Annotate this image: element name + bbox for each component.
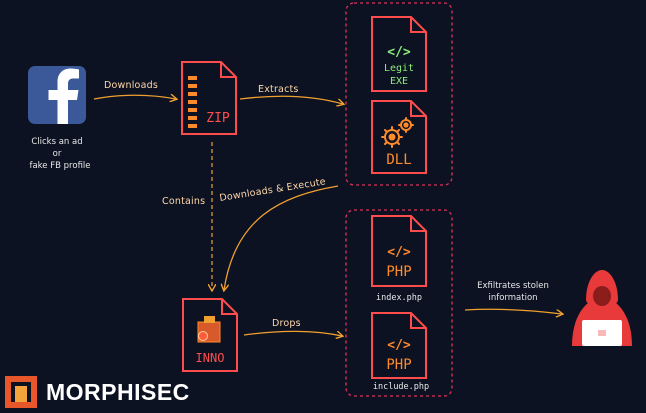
drops-arrow	[243, 330, 342, 336]
contains-label: Contains	[162, 196, 205, 207]
extracts-arrow	[239, 95, 343, 104]
facebook-caption-line3: fake FB profile	[29, 161, 90, 171]
exfiltrates-label-line2: information	[488, 293, 537, 303]
legit-exe-label-line2: EXE	[390, 76, 408, 87]
downloads-arrow	[93, 95, 176, 99]
facebook-caption-line2: or	[53, 149, 62, 159]
php-index-label: PHP	[386, 264, 411, 280]
gears-icon	[381, 117, 414, 148]
php-index-file-icon	[371, 215, 427, 287]
extracted-files-group	[345, 2, 453, 186]
downloads-execute-label: Downloads & Execute	[219, 176, 327, 204]
exfiltrates-label-line1: Exfiltrates stolen	[477, 281, 549, 291]
hacker-icon	[572, 270, 632, 346]
extracts-label: Extracts	[258, 84, 299, 95]
php-index-filename: index.php	[376, 293, 422, 303]
facebook-icon	[28, 66, 86, 124]
php-include-label: PHP	[386, 357, 411, 373]
legit-exe-label-line1: Legit	[384, 63, 414, 74]
dll-label: DLL	[386, 152, 411, 168]
code-glyph-icon: </>	[387, 45, 411, 60]
dropped-files-group	[345, 209, 453, 397]
facebook-caption-line1: Clicks an ad	[31, 137, 82, 147]
php-include-filename: include.php	[373, 382, 429, 392]
brand-logo: MORPHISEC	[4, 374, 190, 410]
exfiltrates-arrow	[464, 308, 562, 314]
inno-label: INNO	[196, 351, 225, 365]
drops-label: Drops	[272, 318, 301, 329]
downloads-label: Downloads	[104, 80, 158, 91]
morphisec-logo-icon	[5, 376, 37, 408]
zip-file-icon	[181, 61, 237, 135]
zip-label: ZIP	[206, 111, 230, 126]
code-glyph-icon: </>	[387, 338, 411, 353]
legit-exe-file-icon	[371, 16, 427, 92]
brand-name: MORPHISEC	[46, 378, 190, 405]
code-glyph-icon: </>	[387, 245, 411, 260]
downloads-execute-arrow	[224, 185, 339, 290]
php-include-file-icon	[371, 312, 427, 379]
installer-box-icon	[197, 316, 221, 343]
